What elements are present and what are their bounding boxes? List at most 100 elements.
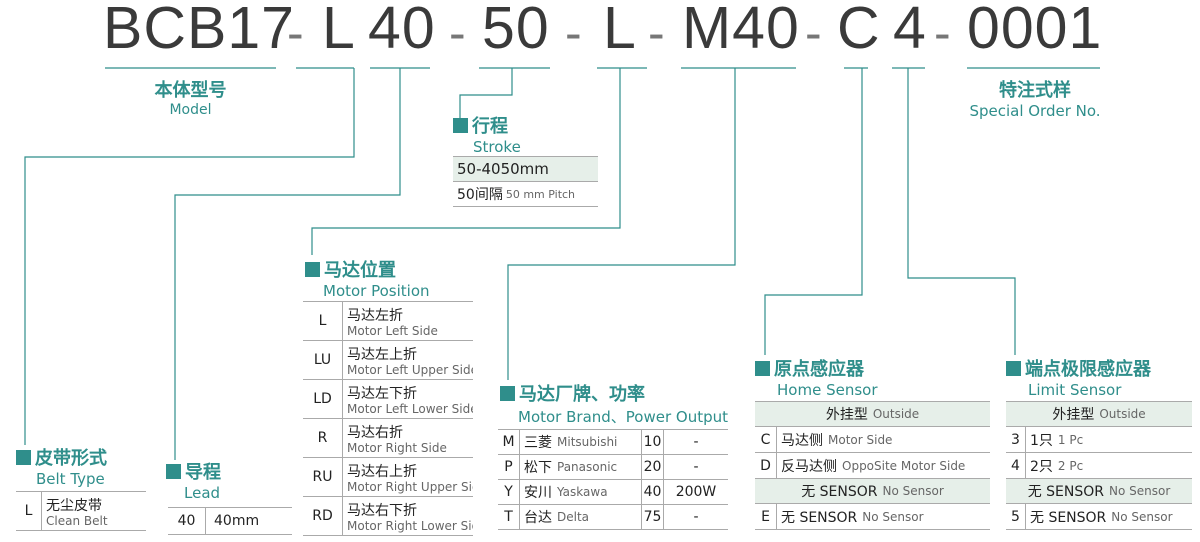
home_sensor-outside-cn: 外挂型: [825, 407, 868, 423]
limit_sensor-desc-cn: 无 SENSOR: [1030, 509, 1107, 526]
motor-brand-power: -: [693, 509, 699, 525]
motor-position-title-cn: 马达位置: [324, 260, 396, 281]
belt-desc-en: Clean Belt: [46, 513, 108, 528]
motor-position-desc-cn: 马达左折: [347, 307, 403, 324]
belt-type-table: L 无尘皮带 Clean Belt: [16, 491, 146, 531]
motor-brand-number: 20: [642, 455, 664, 479]
model-title-en: Model: [169, 102, 212, 118]
limit_sensor-none-en: No Sensor: [1109, 484, 1171, 498]
limit_sensor-desc-cn: 1只: [1030, 432, 1053, 449]
special-title-en: Special Order No.: [969, 102, 1101, 120]
special-title-cn: 特注式样: [999, 80, 1071, 101]
motor-brand-name-cn: 台达: [524, 510, 552, 526]
motor-position-desc-en: Motor Left Upper Side: [347, 362, 473, 377]
home_sensor-code: C: [755, 427, 777, 452]
home-sensor-title-cn: 原点感应器: [774, 359, 864, 380]
motor-position-code: RU: [303, 458, 343, 496]
motor-brand-code: Y: [498, 480, 520, 504]
limit_sensor-desc-en: 2 Pc: [1057, 458, 1084, 473]
model-code-lead-value: 40: [368, 0, 436, 61]
belt-code: L: [16, 492, 42, 530]
motor-position-desc-cn: 马达左下折: [347, 385, 417, 402]
limit_sensor-outside-cn: 外挂型: [1052, 407, 1095, 423]
limit_sensor-desc: 1只 1 Pc: [1026, 427, 1192, 452]
belt-desc-cn: 无尘皮带: [46, 497, 102, 514]
limit-sensor-heading: 端点极限感应器 Limit Sensor: [1006, 355, 1151, 399]
motor-brand-name-cn: 松下: [524, 460, 552, 476]
model-code-dash: -: [565, 5, 583, 61]
belt-type-heading: 皮带形式 Belt Type: [16, 444, 107, 488]
table-row: 50-4050mm: [453, 157, 598, 182]
motor-brand-name-cn: 三菱: [524, 435, 552, 451]
home_sensor-desc-cn: 无 SENSOR: [781, 509, 858, 526]
home_sensor-code: D: [755, 453, 777, 478]
model-code-home-sensor: C: [837, 0, 881, 61]
motor-position-desc-cn: 马达右折: [347, 424, 403, 441]
square-bullet-icon: [755, 361, 770, 376]
limit_sensor-outside-en: Outside: [1099, 407, 1146, 421]
model-code-motor: M40: [682, 0, 800, 61]
motor-position-desc-en: Motor Right Side: [347, 440, 447, 455]
limit_sensor-desc-en: 1 Pc: [1057, 432, 1084, 447]
home_sensor-outside-en: Outside: [872, 407, 920, 421]
stroke-range: 50-4050mm: [457, 160, 549, 178]
limit-sensor-title-cn: 端点极限感应器: [1025, 359, 1151, 380]
home-sensor-heading: 原点感应器 Home Sensor: [755, 355, 877, 399]
model-code-special: 0001: [967, 0, 1103, 61]
model-code-dash: -: [648, 5, 666, 61]
model-code-motor-position: L: [603, 0, 637, 61]
motor-brand-number: 40: [642, 480, 664, 504]
lead-table: 40 40mm: [168, 507, 292, 535]
motor-position-desc-cn: 马达右下折: [347, 502, 417, 519]
motor-position-desc-cn: 马达右上折: [347, 463, 417, 480]
model-code-dash: -: [287, 5, 305, 61]
square-bullet-icon: [500, 386, 515, 401]
lead-title-en: Lead: [184, 484, 221, 502]
special-order-label: 特注式样 Special Order No.: [960, 76, 1110, 120]
table-row: 外挂型 Outside: [755, 402, 990, 427]
motor-position-code: LU: [303, 341, 343, 379]
motor-brand-title-cn: 马达厂牌、功率: [519, 384, 645, 405]
table-row: L 无尘皮带 Clean Belt: [16, 492, 146, 531]
model-code-stroke: 50: [482, 0, 550, 61]
motor-brand-heading: 马达厂牌、功率 Motor Brand、Power Output: [500, 380, 728, 427]
stroke-heading: 行程 Stroke: [453, 112, 521, 156]
motor-position-desc-en: Motor Left Lower Side: [347, 401, 473, 416]
home_sensor-desc-en: OppoSite Motor Side: [842, 458, 966, 473]
motor-position-desc-en: Motor Right Lower Side: [347, 518, 473, 533]
limit_sensor-code: 4: [1006, 453, 1026, 478]
table-row: 40 40mm: [168, 508, 292, 535]
model-code-series: BCB17: [103, 0, 295, 61]
home_sensor-code: E: [755, 504, 777, 529]
home-sensor-title-en: Home Sensor: [777, 381, 878, 399]
motor-position-heading: 马达位置 Motor Position: [305, 256, 430, 300]
motor-brand-name-en: Panasonic: [557, 460, 618, 474]
square-bullet-icon: [16, 450, 31, 465]
lead-code: 40: [168, 508, 206, 534]
motor-brand-name-cn: 安川: [524, 485, 552, 501]
